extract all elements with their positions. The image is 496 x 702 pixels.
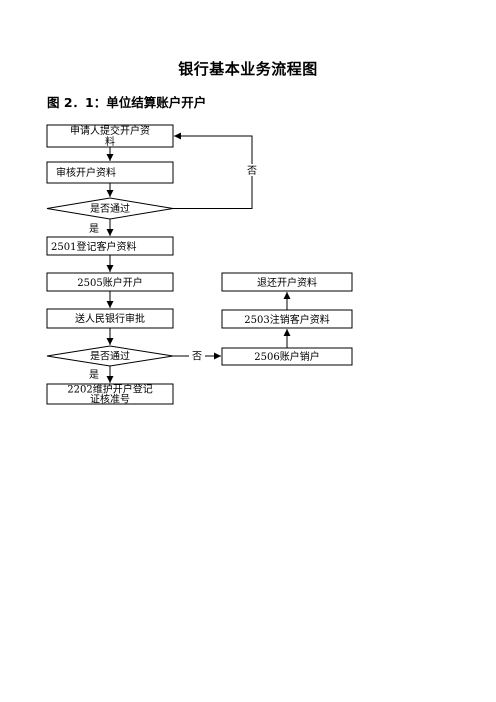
node-maintain-approval-number-line2: 证核准号 [90,393,130,406]
figure-caption: 图 2．1：单位结算账户开户 [47,95,207,110]
node-register-customer-label: 2501登记客户资料 [51,240,136,253]
node-maintain-approval-number-line1: 2202维护开户登记 [67,383,152,396]
decision-approved-2: 是否通过 [46,345,174,367]
decision-2-no-label: 否 [192,351,202,363]
node-close-account: 2506账户销户 [221,347,353,366]
decision-1-no-label: 否 [247,165,257,177]
decision-approved-1-label: 是否通过 [90,202,130,215]
node-close-account-label: 2506账户销户 [254,350,319,363]
node-pboc-approval-label: 送人民银行审批 [75,312,145,325]
decision-2-yes-label: 是 [89,369,99,381]
node-submit-documents-line2: 料 [105,135,115,148]
node-review-documents-label: 审核开户资料 [56,166,116,179]
node-register-customer: 2501登记客户资料 [46,236,174,256]
decision-approved-1: 是否通过 [46,197,174,220]
node-submit-documents: 申请人提交开户资 料 [46,124,174,148]
node-maintain-approval-number: 2202维护开户登记 证核准号 [46,383,174,406]
node-cancel-customer-label: 2503注销客户资料 [244,313,329,326]
label-bg [243,164,261,176]
arrow-d1-no-loop [173,132,253,209]
decision-approved-2-label: 是否通过 [90,350,130,363]
decision-1-yes-label: 是 [89,223,99,235]
node-return-documents: 退还开户资料 [221,272,353,292]
node-review-documents: 审核开户资料 [46,161,174,184]
node-open-account-label: 2505账户开户 [77,276,142,289]
node-pboc-approval: 送人民银行审批 [46,308,174,329]
node-cancel-customer: 2503注销客户资料 [221,309,353,329]
document-title: 银行基本业务流程图 [178,60,318,78]
node-submit-documents-line1: 申请人提交开户资 [70,124,150,137]
label-bg [189,350,205,362]
node-return-documents-label: 退还开户资料 [257,276,317,289]
node-open-account: 2505账户开户 [46,272,174,292]
